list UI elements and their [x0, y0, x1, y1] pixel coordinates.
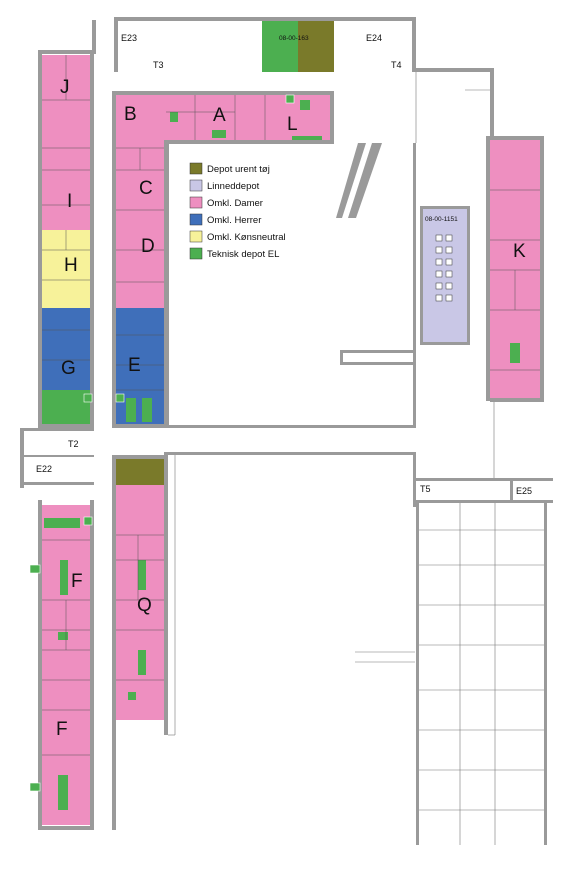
exit-signs	[29, 94, 295, 792]
legend-label: Linneddepot	[207, 181, 260, 192]
green-accent	[44, 518, 80, 528]
exit-sign-icon	[115, 393, 125, 403]
zone-q-olive	[114, 457, 164, 485]
green-accent	[212, 130, 226, 138]
green-accent	[58, 775, 68, 810]
green-accent	[300, 100, 310, 110]
exit-sign-icon	[83, 393, 93, 403]
zone-label-c: C	[139, 178, 153, 199]
linen-shelves	[435, 234, 453, 302]
legend-item: Teknisk depot EL	[189, 247, 279, 260]
zone-f-fill	[40, 505, 92, 825]
zone-label-h: H	[64, 255, 78, 276]
stair-label-t5: T5	[420, 484, 431, 494]
zone-q-fill	[114, 485, 164, 720]
green-accent	[126, 398, 136, 422]
zone-label-f-lower: F	[56, 719, 68, 740]
legend-item: Linneddepot	[189, 179, 260, 192]
green-accent	[138, 560, 146, 590]
zone-label-d: D	[141, 236, 155, 257]
exit-sign-icon	[29, 782, 41, 792]
exit-sign-icon	[285, 94, 295, 104]
legend-item: Omkl. Kønsneutral	[189, 230, 286, 243]
zone-top-olive	[298, 20, 334, 72]
zone-label-g: G	[61, 358, 76, 379]
zone-label-j: J	[60, 77, 70, 98]
green-accent	[58, 632, 68, 640]
zone-top-green	[262, 20, 298, 72]
zone-label-a: A	[213, 105, 226, 126]
zone-labels: J I H G B A L C D E K F F Q	[56, 77, 526, 740]
green-accent	[292, 136, 322, 142]
walls	[20, 17, 553, 845]
interior-lines	[40, 55, 540, 756]
legend-item: Depot urent tøj	[189, 162, 270, 175]
green-accents	[44, 100, 520, 810]
zone-label-k: K	[513, 241, 526, 262]
legend-label: Omkl. Herrer	[207, 215, 261, 226]
legend: Depot urent tøj Linneddepot Omkl. Damer …	[189, 162, 286, 260]
green-accent	[170, 112, 178, 122]
zone-label-e: E	[128, 355, 141, 376]
zone-g-fill	[40, 308, 92, 390]
stair-label-t2: T2	[68, 439, 79, 449]
zone-linned-fill	[422, 208, 468, 343]
legend-label: Teknisk depot EL	[207, 249, 279, 260]
stair-label-t3: T3	[153, 60, 164, 70]
legend-label: Omkl. Kønsneutral	[207, 232, 286, 243]
green-accent	[142, 398, 152, 422]
zone-e-fill	[114, 308, 166, 425]
stair-labels: E23 T3 E24 T4 T2 E22 T5 E25	[36, 33, 532, 496]
stair-label-e22: E22	[36, 464, 52, 474]
green-accent	[138, 650, 146, 675]
zone-label-i: I	[67, 191, 72, 212]
zone-label-f-upper: F	[71, 571, 83, 592]
zone-label-b: B	[124, 104, 137, 125]
stair-label-t4: T4	[391, 60, 402, 70]
zone-c-fill	[114, 95, 166, 308]
legend-label: Depot urent tøj	[207, 164, 270, 175]
exit-sign-icon	[29, 564, 41, 574]
right-lower-grid	[168, 72, 544, 845]
room-numbers: 08-00-163 08-00-1151	[279, 35, 458, 223]
stair-label-e24: E24	[366, 33, 382, 43]
room-number-top: 08-00-163	[279, 35, 309, 42]
green-accent	[60, 560, 68, 595]
room-number-linen: 08-00-1151	[425, 216, 458, 223]
zone-label-q: Q	[137, 595, 152, 616]
legend-label: Omkl. Damer	[207, 198, 263, 209]
legend-item: Omkl. Damer	[189, 196, 263, 209]
stair-label-e23: E23	[121, 33, 137, 43]
zone-label-l: L	[287, 114, 298, 135]
zone-g-green	[40, 390, 92, 425]
green-accent	[128, 692, 136, 700]
stair-label-e25: E25	[516, 486, 532, 496]
exit-sign-icon	[83, 516, 93, 526]
legend-item: Omkl. Herrer	[189, 213, 261, 226]
green-accent	[510, 343, 520, 363]
